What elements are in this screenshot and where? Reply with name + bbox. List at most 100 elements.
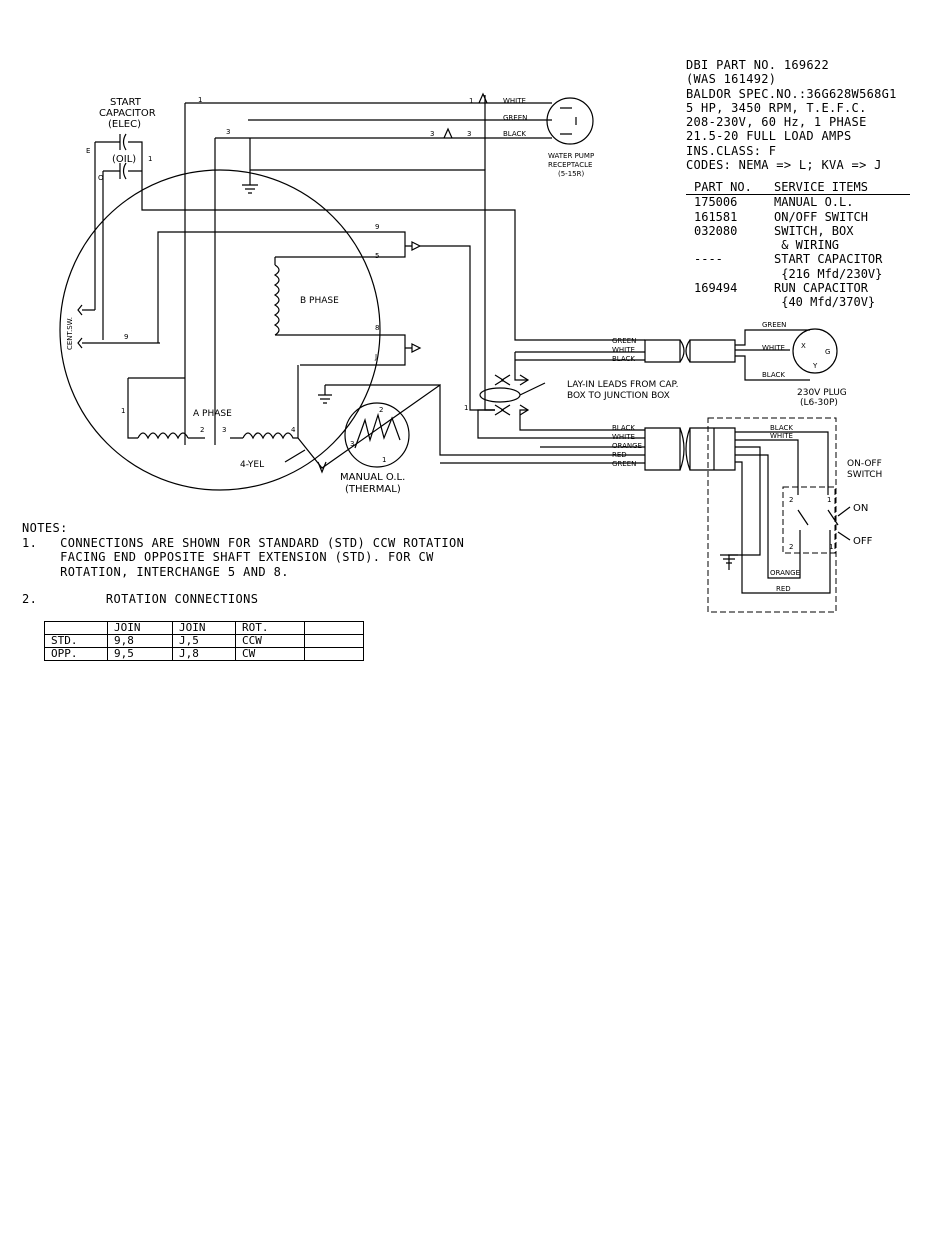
cell: 9,5 [107, 647, 173, 661]
cell: J,5 [172, 634, 236, 648]
note-1a: 1. CONNECTIONS ARE SHOWN FOR STANDARD (S… [22, 535, 465, 550]
wire-9-5 [157, 231, 412, 343]
overload-t2: 2 [379, 406, 383, 414]
layin-label-2: BOX TO JUNCTION BOX [567, 391, 670, 401]
service-item: {40 Mfd/370V} [774, 295, 876, 310]
service-item: RUN CAPACITOR [774, 281, 868, 296]
note-2: 2. ROTATION CONNECTIONS [22, 592, 259, 606]
receptacle-3a-label: 3 [430, 130, 434, 138]
cord-1-white: WHITE [612, 346, 635, 354]
spec-line: INS.CLASS: F [686, 143, 777, 158]
cord-1-jacket [644, 339, 736, 363]
plug-g: G [825, 348, 830, 356]
layin-label-1: LAY-IN LEADS FROM CAP. [567, 380, 678, 390]
ground-icon-2 [318, 384, 440, 404]
cell: STD. [44, 634, 108, 648]
part-no: 175006 [694, 195, 738, 210]
parts-row: 161581 ON/OFF SWITCH [686, 210, 910, 224]
ground-icon [242, 184, 258, 194]
switch-orange: ORANGE [770, 569, 800, 577]
cord-1-wires [514, 351, 645, 381]
overload-element [354, 412, 401, 449]
receptacle-name-2: RECEPTACLE [548, 161, 592, 169]
cap-o-label: O [98, 174, 104, 182]
a-phase-3-label: 3 [222, 426, 226, 434]
lay-in-pointer [519, 382, 546, 396]
receptacle-wires [248, 102, 552, 139]
cord-2-white: WHITE [612, 433, 635, 441]
rotation-table: JOIN JOIN ROT. STD. 9,8 J,5 CCW OPP. 9,5… [44, 621, 364, 661]
cap-leads [94, 142, 104, 340]
switch-title-2: SWITCH [847, 470, 882, 480]
part-no: 161581 [694, 209, 738, 224]
switch-white: WHITE [770, 432, 793, 440]
a-phase-4-label: 4 [291, 426, 296, 434]
cord-2-break [679, 427, 691, 471]
spec-line: (WAS 161492) [686, 72, 777, 87]
overload-t1: 1 [382, 456, 386, 464]
cord-1-break [679, 339, 691, 363]
spec-line: 21.5-20 FULL LOAD AMPS [686, 129, 852, 144]
receptacle-white-label: WHITE [503, 97, 526, 105]
a-phase-wire-1 [127, 378, 138, 439]
receptacle-icon [546, 97, 594, 145]
cap-1-label: 1 [148, 155, 152, 163]
note-1b: FACING END OPPOSITE SHAFT EXTENSION (STD… [22, 550, 434, 564]
part-no [686, 295, 774, 309]
connector-icon-2 [411, 343, 422, 353]
cap-e-label: E [86, 147, 90, 155]
start-capacitor-label-3: (ELEC) [108, 119, 141, 130]
plug-label-2: (L6-30P) [800, 398, 838, 408]
a-phase-label: A PHASE [193, 409, 232, 419]
switch-2a: 2 [789, 496, 793, 504]
cord-2-wires [440, 409, 645, 464]
connector-icon [411, 241, 422, 251]
receptacle-name-1: WATER PUMP [548, 152, 594, 160]
plug-white: WHITE [762, 344, 785, 352]
switch-contacts-icon [797, 509, 839, 545]
service-item: MANUAL O.L. [774, 195, 854, 210]
rotation-row: JOIN JOIN ROT. [44, 621, 364, 635]
cell [304, 634, 364, 648]
run-capacitor-icon [103, 162, 142, 180]
cord-1-black: BLACK [612, 355, 635, 363]
a-phase-coil-1-icon [137, 432, 189, 440]
wire-5-label: 5 [375, 252, 379, 260]
plug-y: Y [812, 362, 818, 370]
plug-x: X [801, 342, 806, 350]
parts-row: {216 Mfd/230V} [686, 267, 910, 281]
wire-1-label: 1 [198, 96, 202, 104]
wire-j-label: J [374, 353, 377, 361]
b-phase-label: B PHASE [300, 296, 339, 306]
receptacle-1-label: 1 [469, 97, 473, 105]
cell [304, 647, 364, 661]
service-item: & WIRING [774, 238, 840, 253]
spec-line: 208-230V, 60 Hz, 1 PHASE [686, 115, 867, 130]
motor-housing [59, 169, 381, 491]
start-capacitor-icon [119, 133, 127, 151]
cord-2-orange: ORANGE [612, 442, 642, 450]
wire-3 [214, 137, 448, 445]
note-1c: ROTATION, INTERCHANGE 5 AND 8. [22, 564, 289, 579]
cord-2-black: BLACK [612, 424, 635, 432]
switch-red: RED [776, 585, 791, 593]
switch-title-1: ON-OFF [847, 459, 882, 469]
switch-black: BLACK [770, 424, 793, 432]
switch-box-outline [707, 417, 837, 613]
switch-off: OFF [853, 536, 873, 547]
service-item: ON/OFF SWITCH [774, 209, 868, 224]
spec-block: DBI PART NO. 169622 (WAS 161492) BALDOR … [686, 58, 897, 172]
receptacle-connectors [443, 92, 488, 139]
plug-green: GREEN [762, 321, 786, 329]
switch-2b: 2 [789, 543, 793, 551]
lay-in-loop [479, 387, 521, 403]
plug-black: BLACK [762, 371, 785, 379]
wire-8-j [274, 257, 412, 366]
receptacle-slots [560, 107, 577, 135]
overload-t3: 3 [350, 440, 354, 448]
cell: JOIN [172, 621, 236, 635]
